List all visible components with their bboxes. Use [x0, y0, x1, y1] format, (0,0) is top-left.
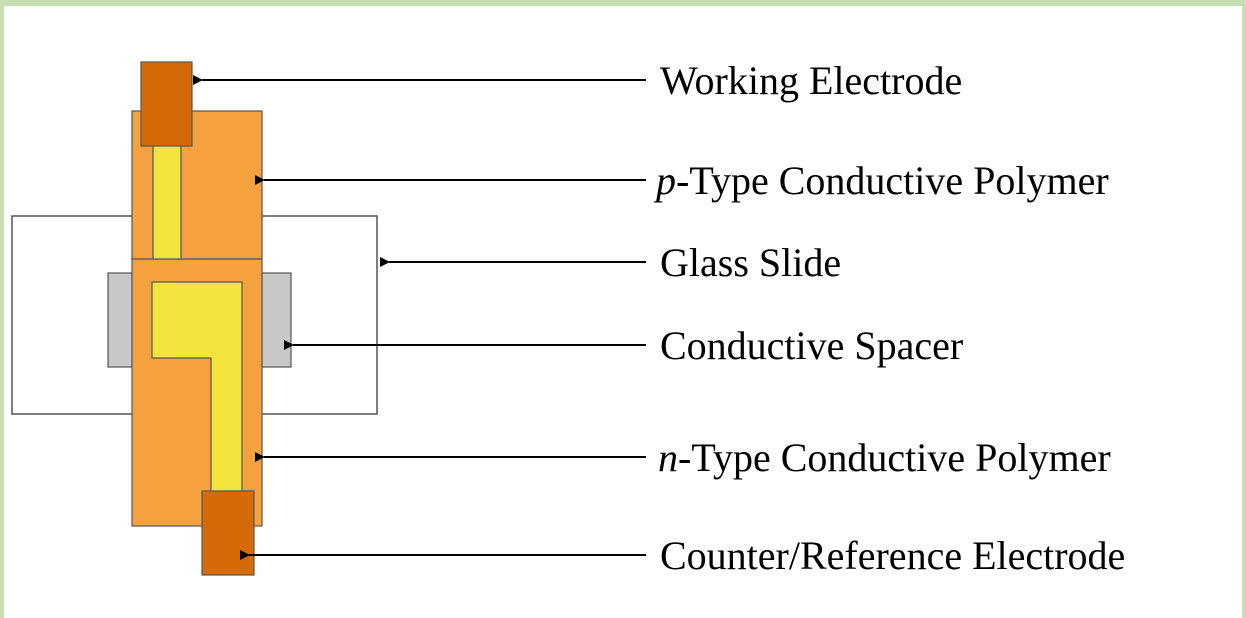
n-type-rest: -Type Conductive Polymer	[678, 435, 1111, 480]
p-type-rest: -Type Conductive Polymer	[676, 158, 1109, 203]
conductive-spacer-right	[261, 272, 292, 368]
glass-slide-label: Glass Slide	[660, 240, 841, 285]
conductive-spacer-label: Conductive Spacer	[660, 323, 963, 368]
counter-reference-electrode-label: Counter/Reference Electrode	[660, 533, 1125, 578]
p-type-polymer-label: p-Type Conductive Polymer	[653, 158, 1109, 203]
upper-conductor-strip	[152, 144, 182, 260]
n-type-polymer-label: n-Type Conductive Polymer	[658, 435, 1111, 480]
conductive-spacer-left	[107, 272, 133, 368]
p-type-prefix: p	[653, 158, 676, 203]
working-electrode-label: Working Electrode	[660, 58, 962, 103]
counter-reference-electrode-block	[201, 490, 255, 576]
working-electrode-block	[140, 61, 193, 147]
n-type-prefix: n	[658, 435, 678, 480]
